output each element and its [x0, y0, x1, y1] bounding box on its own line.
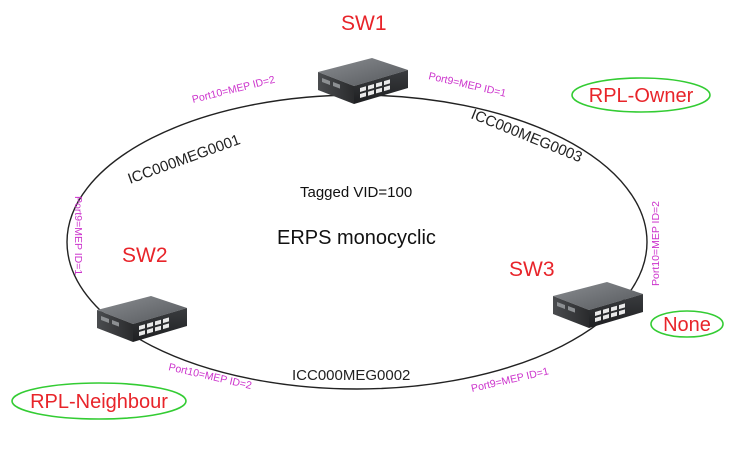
erps-mode-label: ERPS monocyclic	[277, 227, 436, 249]
switch-sw1-device[interactable]	[318, 58, 408, 104]
role-label-sw3: None	[663, 314, 711, 336]
port-label-sw3-top: Port10=MEP ID=2	[650, 201, 662, 286]
port-label-sw1-right: Port9=MEP ID=1	[427, 70, 507, 100]
role-ellipse-sw1	[571, 77, 711, 113]
switch-sw3-label: SW3	[509, 258, 555, 281]
switch-sw1-label: SW1	[341, 12, 387, 35]
switch-sw3-device[interactable]	[553, 282, 643, 328]
switch-sw2-device[interactable]	[97, 296, 187, 342]
role-badge-sw1: RPL-Owner	[571, 77, 711, 113]
role-badge-sw3: None	[650, 310, 724, 338]
meg-label-sw1-sw3: ICC000MEG0003	[469, 106, 585, 166]
role-badge-sw2: RPL-Neighbour	[11, 382, 187, 420]
tagged-vid-label: Tagged VID=100	[300, 184, 412, 201]
role-label-sw2: RPL-Neighbour	[30, 391, 168, 413]
role-ellipse-sw2	[11, 382, 187, 420]
role-ellipse-sw3	[650, 310, 724, 338]
role-label-sw1: RPL-Owner	[589, 85, 694, 107]
port-label-sw1-left: Port10=MEP ID=2	[191, 74, 277, 106]
port-label-sw2-top: Port9=MEP ID=1	[72, 196, 84, 275]
meg-label-sw1-sw2: ICC000MEG0001	[126, 131, 243, 187]
port-label-sw2-bottom: Port10=MEP ID=2	[167, 361, 253, 392]
port-label-sw3-bottom: Port9=MEP ID=1	[470, 365, 550, 395]
switch-sw2-label: SW2	[122, 244, 168, 267]
meg-label-sw2-sw3: ICC000MEG0002	[292, 367, 410, 384]
